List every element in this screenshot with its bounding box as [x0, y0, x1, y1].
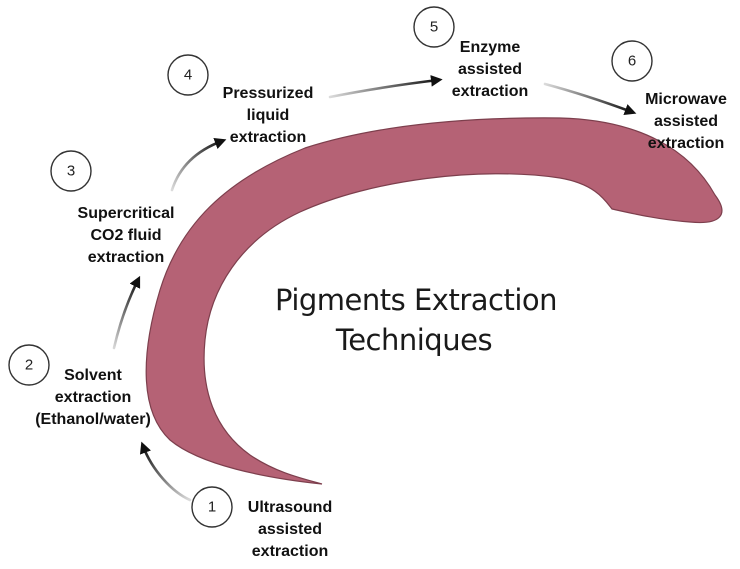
crescent-shape: [145, 117, 723, 485]
step-5-label-line-1: Enzyme: [460, 39, 521, 56]
step-4: 4 Pressurized liquid extraction: [167, 54, 314, 146]
step-5-number-circle: [413, 6, 455, 48]
arrow-step1-to-step2: [139, 441, 192, 502]
step-5-number: 5: [430, 19, 438, 36]
step-6: 6 Microwave assisted extraction: [611, 40, 727, 152]
arrow-step3-to-step4: [170, 137, 227, 192]
step-5: 5 Enzyme assisted extraction: [413, 6, 528, 100]
step-6-label-line-3: extraction: [648, 135, 724, 152]
step-4-label-line-3: extraction: [230, 129, 306, 146]
step-1-number-circle: [191, 486, 233, 528]
step-6-label-line-1: Microwave: [645, 91, 727, 108]
diagram-title-line-1: Pigments Extraction: [275, 283, 557, 317]
step-3: 3 Supercritical CO2 fluid extraction: [50, 150, 175, 266]
step-6-label-line-2: assisted: [654, 113, 718, 130]
step-1-number: 1: [208, 499, 216, 516]
step-2-label-line-2: extraction: [55, 389, 131, 406]
step-3-label-line-3: extraction: [88, 249, 164, 266]
step-4-label-line-2: liquid: [247, 107, 290, 124]
step-2-label-line-3: (Ethanol/water): [35, 411, 151, 428]
step-2-label-line-1: Solvent: [64, 367, 122, 384]
step-2-number: 2: [25, 357, 33, 374]
step-5-label-line-3: extraction: [452, 83, 528, 100]
step-4-number-circle: [167, 54, 209, 96]
step-3-number-circle: [50, 150, 92, 192]
step-4-number: 4: [184, 67, 192, 84]
step-5-label-line-2: assisted: [458, 61, 522, 78]
step-6-number-circle: [611, 40, 653, 82]
arrow-step2-to-step3: [112, 275, 141, 350]
arrow-step4-to-step5: [328, 75, 443, 99]
step-3-label-line-2: CO2 fluid: [90, 227, 161, 244]
step-2-number-circle: [8, 344, 50, 386]
step-4-label-line-1: Pressurized: [223, 85, 314, 102]
step-1: 1 Ultrasound assisted extraction: [191, 486, 332, 560]
step-3-label-line-1: Supercritical: [78, 205, 175, 222]
arrow-step5-to-step6: [543, 82, 637, 116]
diagram-title-line-2: Techniques: [335, 323, 492, 357]
step-2: 2 Solvent extraction (Ethanol/water): [8, 344, 151, 428]
step-6-number: 6: [628, 53, 636, 70]
step-1-label-line-2: assisted: [258, 521, 322, 538]
step-1-label-line-1: Ultrasound: [248, 499, 332, 516]
step-3-number: 3: [67, 163, 75, 180]
step-1-label-line-3: extraction: [252, 543, 328, 560]
